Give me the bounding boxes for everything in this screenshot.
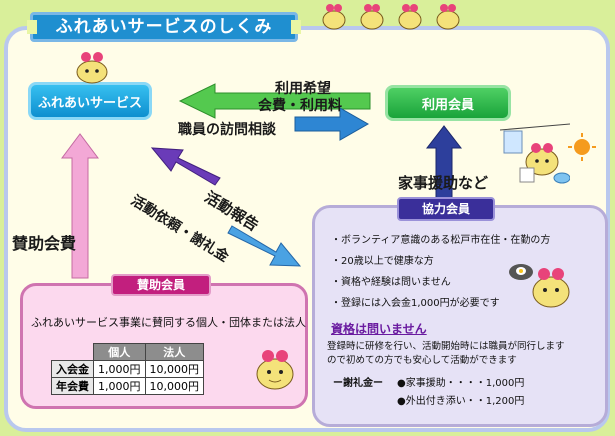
title-tick-left (27, 20, 37, 34)
arrow-request (178, 83, 371, 119)
coop-member-panel: 協力会員 ボランティア意識のある松戸市在住・在勤の方 20歳以上で健康な方 資格… (312, 197, 608, 427)
node-fureai-service: ふれあいサービス (28, 82, 152, 120)
label-support-fee: 賛助会費 (12, 234, 77, 253)
arrow-support-fee (61, 133, 99, 279)
table-cell: 1,000円 (93, 360, 146, 378)
table-column-header: 法人 (144, 343, 204, 361)
mascot-icon (76, 52, 108, 84)
list-item: 資格や経験は問いません (331, 273, 550, 294)
list-item: ボランティア意識のある松戸市在住・在勤の方 (331, 231, 550, 252)
table-corner (51, 343, 94, 361)
mascot-icon (322, 4, 460, 30)
mascot-icon (256, 350, 294, 390)
coop-member-heading: 協力会員 (397, 197, 495, 221)
label-housework: 家事援助など (398, 174, 489, 192)
coop-fee-escort: ●外出付き添い・・1,200円 (397, 396, 525, 407)
table-header-row: 個人 法人 (51, 343, 204, 361)
table-cell: 10,000円 (144, 360, 204, 378)
table-row-header: 年会費 (51, 377, 94, 395)
table-column-header: 個人 (93, 343, 146, 361)
page-title-text: ふれあいサービスのしくみ (55, 17, 273, 37)
sun-icon (568, 133, 596, 161)
table-row: 入会金 1,000円 10,000円 (51, 360, 204, 378)
support-fee-table: 個人 法人 入会金 1,000円 10,000円 年会費 1,000円 10,0… (51, 343, 204, 395)
support-member-panel: 賛助会員 ふれあいサービス事業に賛同する個人・団体または法人 個人 法人 入会金… (20, 274, 308, 409)
support-member-description: ふれあいサービス事業に賛同する個人・団体または法人 (31, 316, 306, 329)
arrow-visit (294, 107, 370, 141)
node-fureai-service-label: ふれあいサービス (37, 96, 142, 111)
list-item: 20歳以上で健康な方 (331, 252, 550, 273)
arrow-activity-report (227, 225, 302, 267)
coop-note-line: ので初めての方でも安心して活動ができます (327, 355, 517, 366)
node-riyou-member-label: 利用会員 (421, 98, 474, 113)
laundry-icon (500, 123, 570, 184)
label-visit: 職員の訪問相談 (178, 122, 276, 138)
coop-fee-heading: ー謝礼金ー (333, 378, 383, 389)
page-title: ふれあいサービスのしくみ (27, 12, 301, 42)
label-request: 利用希望 (275, 81, 331, 97)
title-tick-right (291, 20, 301, 34)
arrow-housework (425, 125, 463, 199)
coop-note-line: 登録時に研修を行い、活動開始時には職員が同行します (327, 341, 565, 352)
list-item: 登録には入会金1,000円が必要です (331, 294, 550, 315)
node-riyou-member: 利用会員 (385, 85, 511, 121)
frying-pan-icon (509, 264, 570, 308)
table-cell: 10,000円 (144, 377, 204, 395)
coop-qualification: 資格は問いません (331, 322, 427, 336)
table-row: 年会費 1,000円 10,000円 (51, 377, 204, 395)
table-cell: 1,000円 (93, 377, 146, 395)
table-row-header: 入会金 (51, 360, 94, 378)
coop-member-requirements: ボランティア意識のある松戸市在住・在勤の方 20歳以上で健康な方 資格や経験は問… (331, 231, 550, 315)
arrow-activity-request (150, 147, 221, 186)
support-member-heading: 賛助会員 (111, 274, 211, 296)
coop-note: 登録時に研修を行い、活動開始時には職員が同行します ので初めての方でも安心して活… (327, 340, 565, 368)
label-fees: 会費・利用料 (258, 98, 342, 114)
coop-fee-housework: ●家事援助・・・・1,000円 (397, 378, 525, 389)
